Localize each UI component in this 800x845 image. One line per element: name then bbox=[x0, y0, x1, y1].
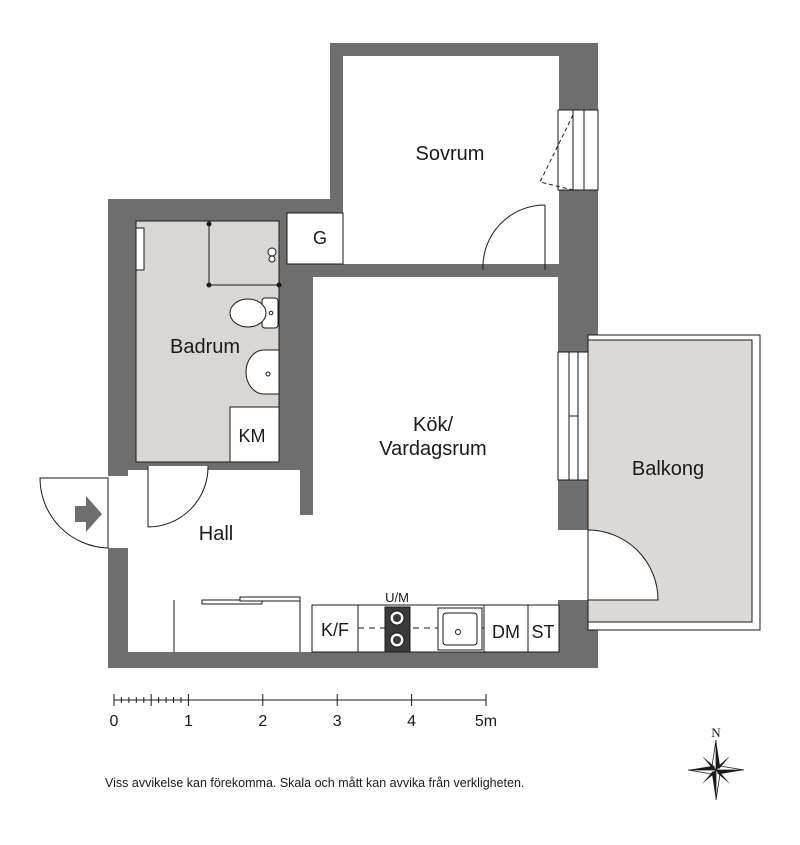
door-sovrum bbox=[482, 204, 546, 271]
room-label-kok-1: Kök/ bbox=[413, 414, 453, 436]
room-label-balkong: Balkong bbox=[632, 458, 704, 480]
hall-wardrobe bbox=[173, 596, 301, 652]
km-box bbox=[229, 406, 280, 463]
wall-garderob bbox=[279, 213, 287, 268]
entrance-arrow-icon bbox=[75, 496, 102, 532]
wall-sovrum-kok-right bbox=[545, 264, 559, 277]
stove bbox=[384, 606, 411, 653]
room-label-kok-2: Vardagsrum bbox=[379, 438, 486, 460]
scale-label-0: 0 bbox=[110, 713, 119, 730]
wall-bad-hall bbox=[128, 462, 148, 470]
wall-bad-hall-right bbox=[208, 462, 300, 470]
wall-sovrum-kok bbox=[343, 264, 483, 277]
scale-bar bbox=[113, 694, 487, 706]
scale-label-4: 4 bbox=[407, 713, 416, 730]
kitchen-sink bbox=[437, 607, 483, 651]
door-entrance bbox=[39, 476, 128, 549]
st-label: ST bbox=[531, 622, 554, 642]
dm-label: DM bbox=[492, 622, 520, 642]
disclaimer-text: Viss avvikelse kan förekomma. Skala och … bbox=[105, 776, 525, 790]
interior-floors bbox=[128, 56, 588, 652]
scale-label-2: 2 bbox=[258, 713, 267, 730]
kf-label: K/F bbox=[321, 620, 349, 640]
um-label: U/M bbox=[385, 590, 409, 605]
room-label-badrum: Badrum bbox=[170, 336, 240, 358]
bath-sink bbox=[245, 349, 280, 395]
door-badrum bbox=[147, 465, 209, 528]
balkong bbox=[587, 334, 761, 631]
window-sovrum bbox=[539, 109, 599, 191]
compass-north-label: N bbox=[711, 725, 721, 740]
garderob-label: G bbox=[313, 228, 327, 248]
km-label: KM bbox=[239, 426, 266, 446]
towel-rail bbox=[135, 227, 145, 271]
toilet bbox=[229, 297, 279, 329]
wall-bad-kok bbox=[300, 277, 313, 515]
compass-icon bbox=[687, 739, 745, 801]
scale-label-1: 1 bbox=[184, 713, 193, 730]
scale-label-5: 5m bbox=[475, 713, 497, 730]
room-label-sovrum: Sovrum bbox=[416, 143, 485, 165]
kitchen-counter bbox=[311, 604, 560, 653]
shower bbox=[206, 221, 282, 288]
window-kok bbox=[557, 351, 589, 481]
room-label-hall: Hall bbox=[199, 523, 233, 545]
scale-label-3: 3 bbox=[333, 713, 342, 730]
garderob-box bbox=[286, 212, 344, 265]
